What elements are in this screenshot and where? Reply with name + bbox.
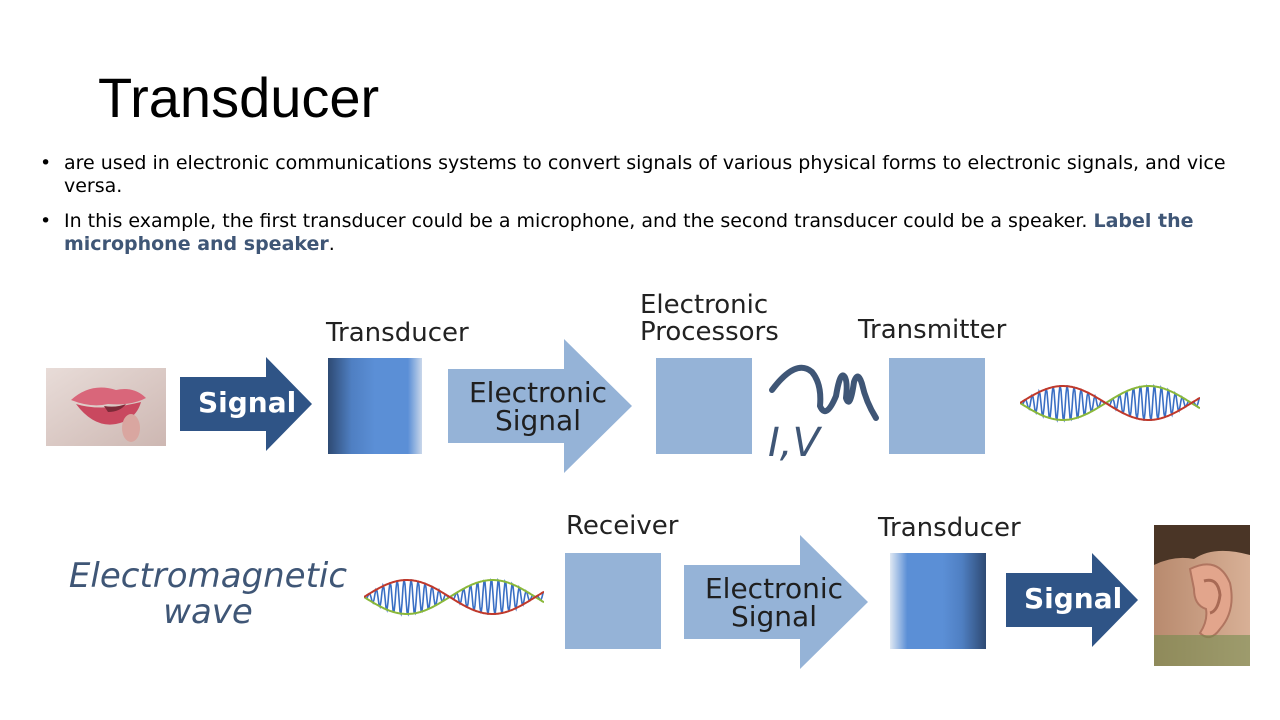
wave-envelope-line (363, 579, 545, 615)
electronic-signal-arrow-top: Electronic Signal (448, 339, 632, 473)
bullet-2-tail: . (328, 233, 335, 255)
bullet-dot: • (40, 210, 52, 232)
receiver-box (565, 553, 661, 649)
bullet-2-text: In this example, the first transducer co… (64, 210, 1094, 232)
electronic-signal-top-line2: Signal (494, 404, 581, 437)
label-transducer-top: Transducer (326, 318, 469, 348)
bullet-1: • are used in electronic communications … (40, 152, 1240, 198)
wave-envelope-line (1019, 385, 1201, 421)
ear-image (1154, 525, 1250, 666)
iv-label: I,V (768, 420, 820, 466)
lips-image (46, 368, 166, 446)
transducer-box-top (328, 358, 422, 454)
wave-carrier-line (1019, 383, 1201, 423)
transmitter-box (889, 358, 985, 454)
bullet-2-highlight: Label the microphone and speaker (64, 210, 1194, 255)
em-wave-label-line2: wave (163, 592, 253, 632)
electronic-signal-arrow-bottom: Electronic Signal (684, 535, 868, 669)
bullet-1-text: are used in electronic communications sy… (64, 152, 1226, 197)
signal-arrow-bottom: Signal (1006, 553, 1138, 647)
iv-waveform (766, 362, 882, 428)
bullet-dot: • (40, 152, 52, 174)
label-processors-line1: Electronic (640, 290, 769, 320)
transducer-box-bottom (890, 553, 986, 649)
signal-arrow-top: Signal (180, 357, 312, 451)
label-transducer-bottom: Transducer (878, 513, 1021, 543)
electronic-signal-bottom-line1: Electronic (704, 572, 844, 605)
signal-arrow-top-label: Signal (198, 386, 297, 419)
electronic-signal-top-line1: Electronic (468, 376, 608, 409)
slide-title: Transducer (98, 66, 380, 129)
bullet-2: • In this example, the first transducer … (40, 210, 1240, 256)
em-wave-icon-bottom (363, 572, 545, 622)
label-transmitter: Transmitter (858, 315, 1007, 345)
wave-carrier-line (363, 577, 545, 617)
electronic-signal-bottom-line2: Signal (730, 600, 817, 633)
label-processors-line2: Processors (640, 317, 779, 347)
processors-box (656, 358, 752, 454)
em-wave-label-line1: Electromagnetic (68, 556, 348, 596)
signal-arrow-bottom-label: Signal (1024, 582, 1123, 615)
wave-envelope-line (1019, 385, 1201, 421)
label-receiver: Receiver (566, 511, 679, 541)
em-wave-icon-top (1019, 378, 1201, 428)
wave-envelope-line (363, 579, 545, 615)
